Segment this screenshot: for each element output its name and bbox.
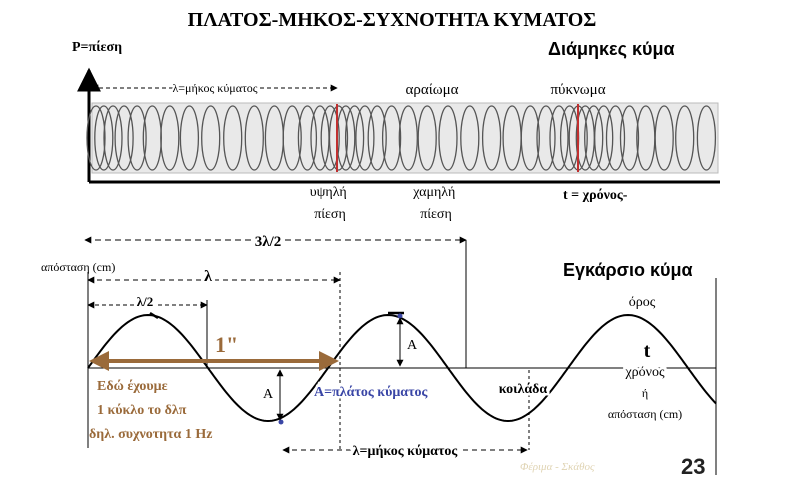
crest-label: όρος (629, 295, 656, 310)
t-label: t (644, 340, 651, 362)
spring-coil (367, 105, 387, 171)
spring-coil (520, 105, 540, 171)
time-label: χρόνος (624, 365, 665, 380)
one-second-label: 1" (215, 332, 238, 357)
trough-label: κοιλάδα (499, 382, 548, 397)
spring-coil (549, 105, 569, 171)
spring-coil (114, 105, 134, 171)
crest-tick (149, 311, 159, 320)
spring-coil (320, 105, 340, 171)
spring-coil (179, 105, 200, 171)
longitudinal-heading: Διάμηκες κύμα (548, 39, 675, 59)
spring-coil (344, 105, 365, 171)
half-lambda-label: λ/2 (137, 294, 154, 309)
spring-coil (584, 105, 604, 171)
spring-coil (438, 105, 458, 171)
spring-coil (282, 105, 302, 171)
low-pressure-label: χαμηλή πίεση (412, 185, 459, 222)
spring-coils (86, 105, 717, 171)
spring-coil (481, 105, 502, 171)
amplitude-crest-symbol: A (407, 338, 418, 353)
spring-coil (654, 105, 674, 171)
spring-coil (244, 105, 264, 171)
spring-coil (536, 105, 556, 171)
high-pressure-label: υψηλή πίεση (310, 185, 351, 222)
pressure-axis-label: P=πίεση (72, 40, 122, 55)
spring-coil (297, 105, 318, 171)
amplitude-trough-symbol: A (263, 387, 274, 402)
spring-coil (328, 105, 349, 171)
spring-coil (675, 105, 695, 171)
spring-coil (86, 105, 106, 171)
page-number: 23 (681, 454, 705, 479)
three-half-lambda-label: 3λ/2 (255, 234, 282, 250)
spring-coil (127, 105, 147, 171)
rarefaction-label: αραίωμα (405, 82, 458, 98)
longitudinal-wavelength-label: λ=μήκος κύματος (172, 81, 257, 95)
distance-axis-label: απόσταση (cm) (41, 260, 115, 274)
distance-label: απόσταση (cm) (608, 407, 682, 421)
frequency-note: Εδώ έχουμε 1 κύκλο το δλπ δηλ. συχνοτητα… (89, 379, 212, 442)
amplitude-definition: A=πλάτος κύματος (314, 385, 429, 400)
spring-coil (696, 105, 717, 171)
spring-coil (619, 105, 640, 171)
bottom-wavelength-label: λ=μήκος κύματος (353, 444, 459, 459)
spring-coil (381, 105, 402, 171)
longitudinal-time-label: t = χρόνος- (563, 188, 628, 203)
spring-coil (605, 105, 626, 171)
trough-dot (278, 419, 284, 425)
spring-coil (594, 105, 614, 171)
spring-coil (103, 105, 123, 171)
spring-coil (94, 105, 114, 171)
compression-label: πύκνωμα (550, 82, 605, 98)
spring-coil (223, 105, 243, 171)
spring-coil (398, 105, 418, 171)
spring-coil (355, 105, 375, 171)
spring-coil (201, 105, 221, 171)
spring-tube (91, 102, 719, 174)
page-title: ΠΛΑΤΟΣ-ΜΗΚΟΣ-ΣΥΧΝΟΤΗΤΑ ΚΥΜΑΤΟΣ (188, 9, 597, 31)
transverse-heading: Εγκάρσιο κύμα (563, 260, 693, 280)
crest-dot (397, 313, 403, 319)
or-label: ή (642, 386, 648, 400)
spring-coil (460, 105, 480, 171)
spring-coil (160, 105, 180, 171)
spring-coil (417, 105, 437, 171)
lambda-label: λ (204, 268, 212, 285)
watermark: Φέριμα - Σκάθος (520, 461, 595, 473)
